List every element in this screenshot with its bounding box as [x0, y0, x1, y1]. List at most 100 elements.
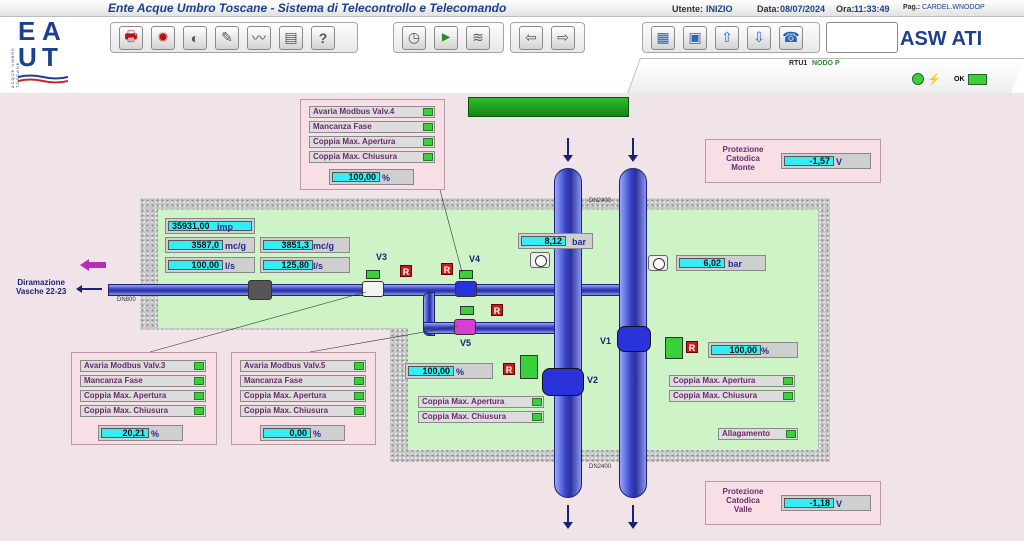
inflow-arrow-left-icon: [563, 138, 573, 162]
flow-ls-1: 100,00: [165, 257, 255, 273]
flow-mcg-1-unit: mc/g: [225, 241, 247, 251]
date-value: 08/07/2024: [780, 4, 826, 14]
v5-led-apertura: [354, 392, 364, 400]
flow-mcg-1: 3587,0: [165, 237, 255, 253]
v3-actuator: [366, 270, 380, 279]
v2-alarm-coppia-chiusura: Coppia Max. Chiusura: [418, 411, 544, 423]
inflow-arrow-right-icon: [628, 138, 638, 162]
outflow-arrow-icon: [80, 288, 102, 290]
pressure-bar-2-unit: bar: [728, 259, 743, 269]
diramazione-label: Diramazione Vasche 22-23: [16, 278, 67, 296]
time-value: 11:33:49: [854, 4, 890, 14]
eaut-logo: ACQUE UMBRE TOSCANE E A U T: [10, 16, 68, 88]
valve-v3[interactable]: [362, 281, 384, 297]
arrow-down-icon[interactable]: ⇩: [747, 25, 771, 50]
pressure-gauge-right-icon: [648, 255, 668, 271]
toolbar-group-time: ◷ ▶ ≋: [393, 22, 504, 53]
trend-chart-icon[interactable]: 〰: [247, 25, 271, 50]
v4-alarm-modbus: Avaria Modbus Valv.4: [309, 106, 435, 118]
v5-opening-display: 0,00: [260, 425, 345, 441]
prot-valle-label: Protezione Catodica Valle: [722, 487, 764, 514]
pipe-dn2400-bottom: DN2400: [589, 464, 612, 470]
flow-ls-2: 125,80: [260, 257, 350, 273]
asw-ati-logo: ASW ATI: [900, 28, 983, 50]
pressure-bar-2: 6,02: [676, 255, 766, 271]
v4-opening-display: 100,00: [329, 169, 414, 185]
toolbar-group-nav: ⇦ ⇨: [510, 22, 585, 53]
v5-remote-badge[interactable]: R: [491, 304, 503, 316]
v5-led-modbus: [354, 362, 364, 370]
pressure-bar-1-unit: bar: [572, 237, 587, 247]
v4-remote-badge[interactable]: R: [441, 263, 453, 275]
v4-led-fase: [423, 123, 433, 131]
v5-alarm-apertura: Coppia Max. Apertura: [240, 390, 366, 402]
v5-label: V5: [460, 338, 472, 348]
outflow-arrow-left-icon: [563, 505, 573, 529]
v1-led-apertura: [783, 377, 793, 385]
v4-alarm-apertura: Coppia Max. Apertura: [309, 136, 435, 148]
arrow-up-icon[interactable]: ⇧: [715, 25, 739, 50]
user-value: INIZIO: [706, 4, 733, 14]
flow-ls-1-unit: l/s: [225, 261, 236, 271]
printer-icon[interactable]: 🖶: [119, 25, 143, 50]
v4-alarm-chiusura: Coppia Max. Chiusura: [309, 151, 435, 163]
v3-alarm-box: Avaria Modbus Valv.3 Mancanza Fase Coppi…: [71, 352, 217, 445]
handshake-icon[interactable]: ≋: [466, 25, 490, 50]
v1-remote-badge[interactable]: R: [686, 341, 698, 353]
outflow-arrow-right-icon: [628, 505, 638, 529]
prot-valle-unit: V: [836, 499, 843, 509]
logo-letter-e: E: [18, 16, 36, 46]
toolbar-group-tools: ▦ ▣ ⇧ ⇩ ☎: [642, 22, 820, 53]
notes-icon[interactable]: ✎: [215, 25, 239, 50]
prot-valle-display: -1,18: [781, 495, 871, 511]
imp-display: 35931,00: [165, 218, 255, 234]
valve-v2[interactable]: [542, 368, 584, 396]
v3-alarm-modbus: Avaria Modbus Valv.3: [80, 360, 206, 372]
blank-field[interactable]: [826, 22, 898, 53]
flow-direction-head-icon: [80, 259, 89, 271]
v4-label: V4: [469, 254, 481, 264]
prot-catodica-valle-box: Protezione Catodica Valle -1,18 V: [705, 481, 881, 525]
flow-ls-2-unit: l/s: [313, 261, 324, 271]
v3-remote-badge[interactable]: R: [400, 265, 412, 277]
v1-opening-unit: %: [761, 346, 770, 356]
ear-icon[interactable]: ◐: [183, 25, 207, 50]
allagamento-led: [786, 430, 796, 438]
flow-direction-icon[interactable]: [88, 262, 106, 268]
help-icon[interactable]: ?: [311, 25, 335, 50]
prot-monte-display: -1,57: [781, 153, 871, 169]
v2-alarm-panel: Coppia Max. Apertura Coppia Max. Chiusur…: [418, 396, 544, 426]
v5-actuator: [460, 306, 474, 315]
v5-led-chiusura: [354, 407, 364, 415]
list-icon[interactable]: ▦: [651, 25, 675, 50]
v1-led-chiusura: [783, 392, 793, 400]
v2-remote-badge[interactable]: R: [503, 363, 515, 375]
v1-alarm-coppia-chiusura: Coppia Max. Chiusura: [669, 390, 795, 402]
user-label: Utente:: [672, 4, 703, 14]
arrow-right-icon[interactable]: ⇨: [551, 25, 575, 50]
valve-v4[interactable]: [455, 281, 477, 297]
play-ts-icon[interactable]: ▶: [434, 25, 458, 50]
alarm-bell-icon[interactable]: ✹: [151, 25, 175, 50]
v3-led-modbus: [194, 362, 204, 370]
prot-catodica-monte-box: Protezione Catodica Monte -1,57 V: [705, 139, 881, 183]
save-icon[interactable]: ▣: [683, 25, 707, 50]
valve-v5[interactable]: [454, 319, 476, 335]
signal-icon: ⚡: [927, 74, 941, 86]
app-title: Ente Acque Umbro Toscane - Sistema di Te…: [108, 1, 507, 15]
v5-alarm-fase: Mancanza Fase: [240, 375, 366, 387]
v3-opening-display: 20,21: [98, 425, 183, 441]
v4-led-modbus: [423, 108, 433, 116]
document-icon[interactable]: ▤: [279, 25, 303, 50]
arrow-left-icon[interactable]: ⇦: [519, 25, 543, 50]
v1-opening-display: 100,00: [708, 342, 798, 358]
rtu-label: RTU1: [789, 60, 808, 67]
phone-icon[interactable]: ☎: [779, 25, 803, 50]
logo-waves-icon: [18, 74, 68, 84]
logo-letter-t: T: [42, 42, 58, 72]
clock-icon[interactable]: ◷: [402, 25, 426, 50]
v1-label: V1: [600, 336, 612, 346]
valve-v1[interactable]: [617, 326, 651, 352]
v3-opening-unit: %: [151, 429, 160, 439]
v5-opening-unit: %: [313, 429, 322, 439]
